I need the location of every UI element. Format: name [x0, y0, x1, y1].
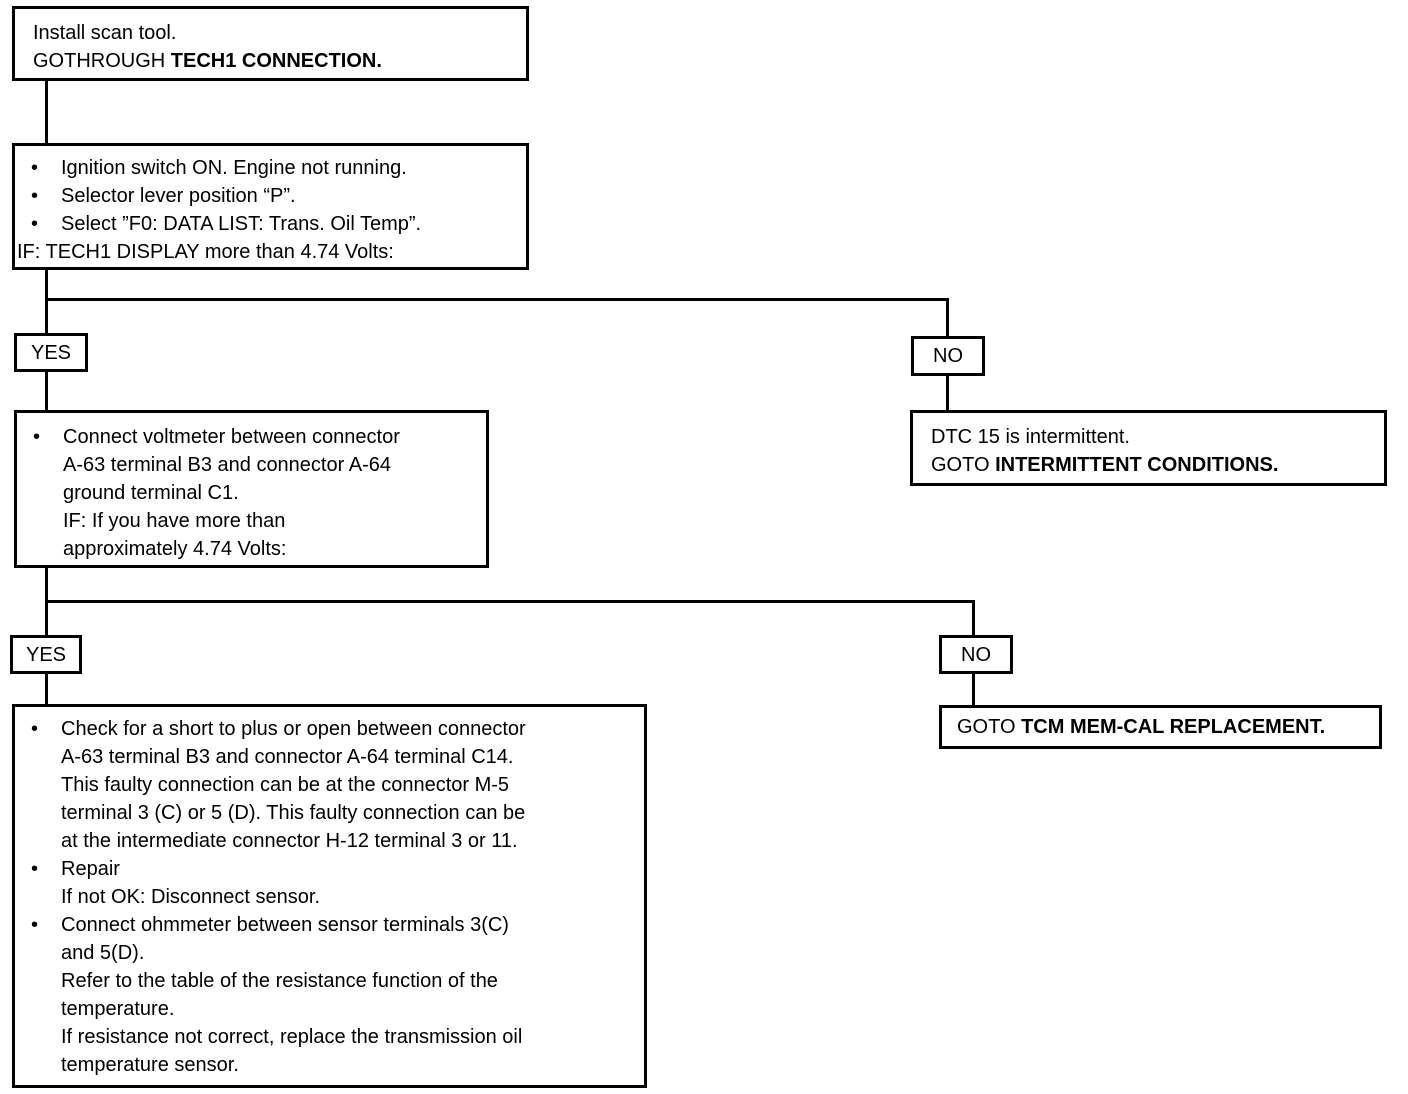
- step-check-short-and-repair: Check for a short to plus or open betwee…: [12, 704, 647, 1088]
- goto-tech1-connection: GOTHROUGH TECH1 CONNECTION.: [33, 50, 382, 72]
- dtc-intermittent-text: DTC 15 is intermittent.: [931, 426, 1130, 448]
- connector-split1-horizontal: [45, 298, 949, 301]
- yes-label-2: YES: [10, 635, 82, 674]
- connector-yes2-box4: [45, 672, 48, 706]
- connector-split2-horizontal: [45, 600, 975, 603]
- goto-tcm-mem-cal-replacement: GOTO TCM MEM-CAL REPLACEMENT.: [957, 716, 1326, 738]
- intermittent-conditions-link: INTERMITTENT CONDITIONS.: [995, 454, 1279, 476]
- step-tcm-mem-cal-replacement: GOTO TCM MEM-CAL REPLACEMENT.: [939, 705, 1382, 749]
- list-item: Select ”F0: DATA LIST: Trans. Oil Temp”.: [15, 210, 526, 238]
- connector-split1-no: [946, 298, 949, 336]
- step-check-tech1-display: Ignition switch ON. Engine not running. …: [12, 143, 529, 270]
- connector-no2-box: [972, 671, 975, 707]
- goto-intermittent-conditions: GOTO INTERMITTENT CONDITIONS.: [931, 454, 1279, 476]
- list-item: Ignition switch ON. Engine not running.: [15, 154, 526, 182]
- if-condition-text: approximately 4.74 Volts:: [63, 538, 287, 560]
- no-label-2: NO: [939, 635, 1013, 674]
- yes-label-1: YES: [14, 333, 88, 372]
- list-item: Selector lever position “P”.: [15, 182, 526, 210]
- if-condition-text: IF: TECH1 DISPLAY more than 4.74 Volts:: [17, 241, 394, 263]
- list-item: Connect voltmeter between connector A-63…: [17, 423, 486, 563]
- connector-box1-box2: [45, 79, 48, 145]
- voltmeter-check-list: Connect voltmeter between connector A-63…: [17, 423, 486, 563]
- install-scan-tool-text: Install scan tool.: [33, 22, 177, 44]
- list-item: Repair If not OK: Disconnect sensor.: [15, 855, 644, 911]
- list-item: Check for a short to plus or open betwee…: [15, 715, 644, 855]
- connector-split2-no: [972, 600, 975, 637]
- repair-check-list: Check for a short to plus or open betwee…: [15, 715, 644, 1079]
- tech1-check-list: Ignition switch ON. Engine not running. …: [15, 154, 526, 238]
- step-connect-voltmeter: Connect voltmeter between connector A-63…: [14, 410, 489, 568]
- connector-yes1-box3: [45, 370, 48, 412]
- connector-box2-split: [45, 268, 48, 334]
- step-install-scan-tool: Install scan tool. GOTHROUGH TECH1 CONNE…: [12, 6, 529, 81]
- tech1-connection-link: TECH1 CONNECTION.: [170, 50, 382, 72]
- connector-no1-box: [946, 374, 949, 412]
- step-dtc-intermittent: DTC 15 is intermittent. GOTO INTERMITTEN…: [910, 410, 1387, 486]
- no-label-1: NO: [911, 336, 985, 376]
- tcm-mem-cal-replacement-link: TCM MEM-CAL REPLACEMENT.: [1021, 716, 1326, 738]
- if-condition-text: IF: If you have more than: [63, 510, 286, 532]
- list-item: Connect ohmmeter between sensor terminal…: [15, 911, 644, 1079]
